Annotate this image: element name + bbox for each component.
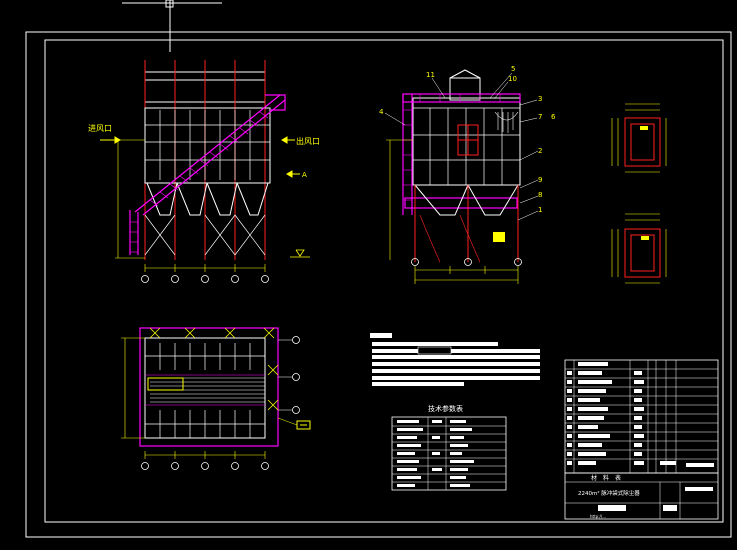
- callout-9: 9: [538, 176, 542, 184]
- project-url: http://...: [590, 514, 606, 519]
- callout-3: 3: [538, 95, 542, 103]
- front-elevation-view: [100, 60, 310, 283]
- cad-cursor-crosshair: [122, 0, 222, 52]
- callout-10: 10: [508, 75, 517, 83]
- callout-6: 6: [551, 113, 556, 121]
- project-title: 2240m² 脉冲袋式除尘器: [578, 489, 640, 497]
- part-callouts: 11 5 10 4 3 7 6 2 9 8 1: [379, 65, 556, 214]
- callout-4: 4: [379, 108, 384, 116]
- outer-frame: [25, 31, 732, 538]
- inner-frame: [44, 39, 724, 523]
- materials-table: [564, 359, 719, 474]
- section-mark-a: A: [302, 171, 307, 179]
- technical-notes-block: [370, 333, 540, 386]
- outlet-label: 出风口: [296, 136, 320, 146]
- section-detail-lower: [611, 213, 667, 284]
- callout-8: 8: [538, 191, 542, 199]
- callout-2: 2: [538, 147, 542, 155]
- callout-5: 5: [511, 65, 515, 73]
- tech-table-title: 技术参数表: [428, 404, 463, 413]
- tech-parameter-table: [391, 416, 507, 491]
- callout-7: 7: [538, 113, 542, 121]
- materials-header: 材 料 表: [591, 474, 621, 482]
- inlet-label: 进风口: [88, 124, 112, 133]
- callout-1: 1: [538, 206, 542, 214]
- callout-11: 11: [426, 71, 435, 79]
- title-block: [564, 472, 719, 520]
- notes-highlight-box: [417, 346, 452, 355]
- section-detail-upper: [611, 103, 667, 173]
- side-elevation-view: [384, 69, 539, 284]
- plan-view: [121, 327, 311, 470]
